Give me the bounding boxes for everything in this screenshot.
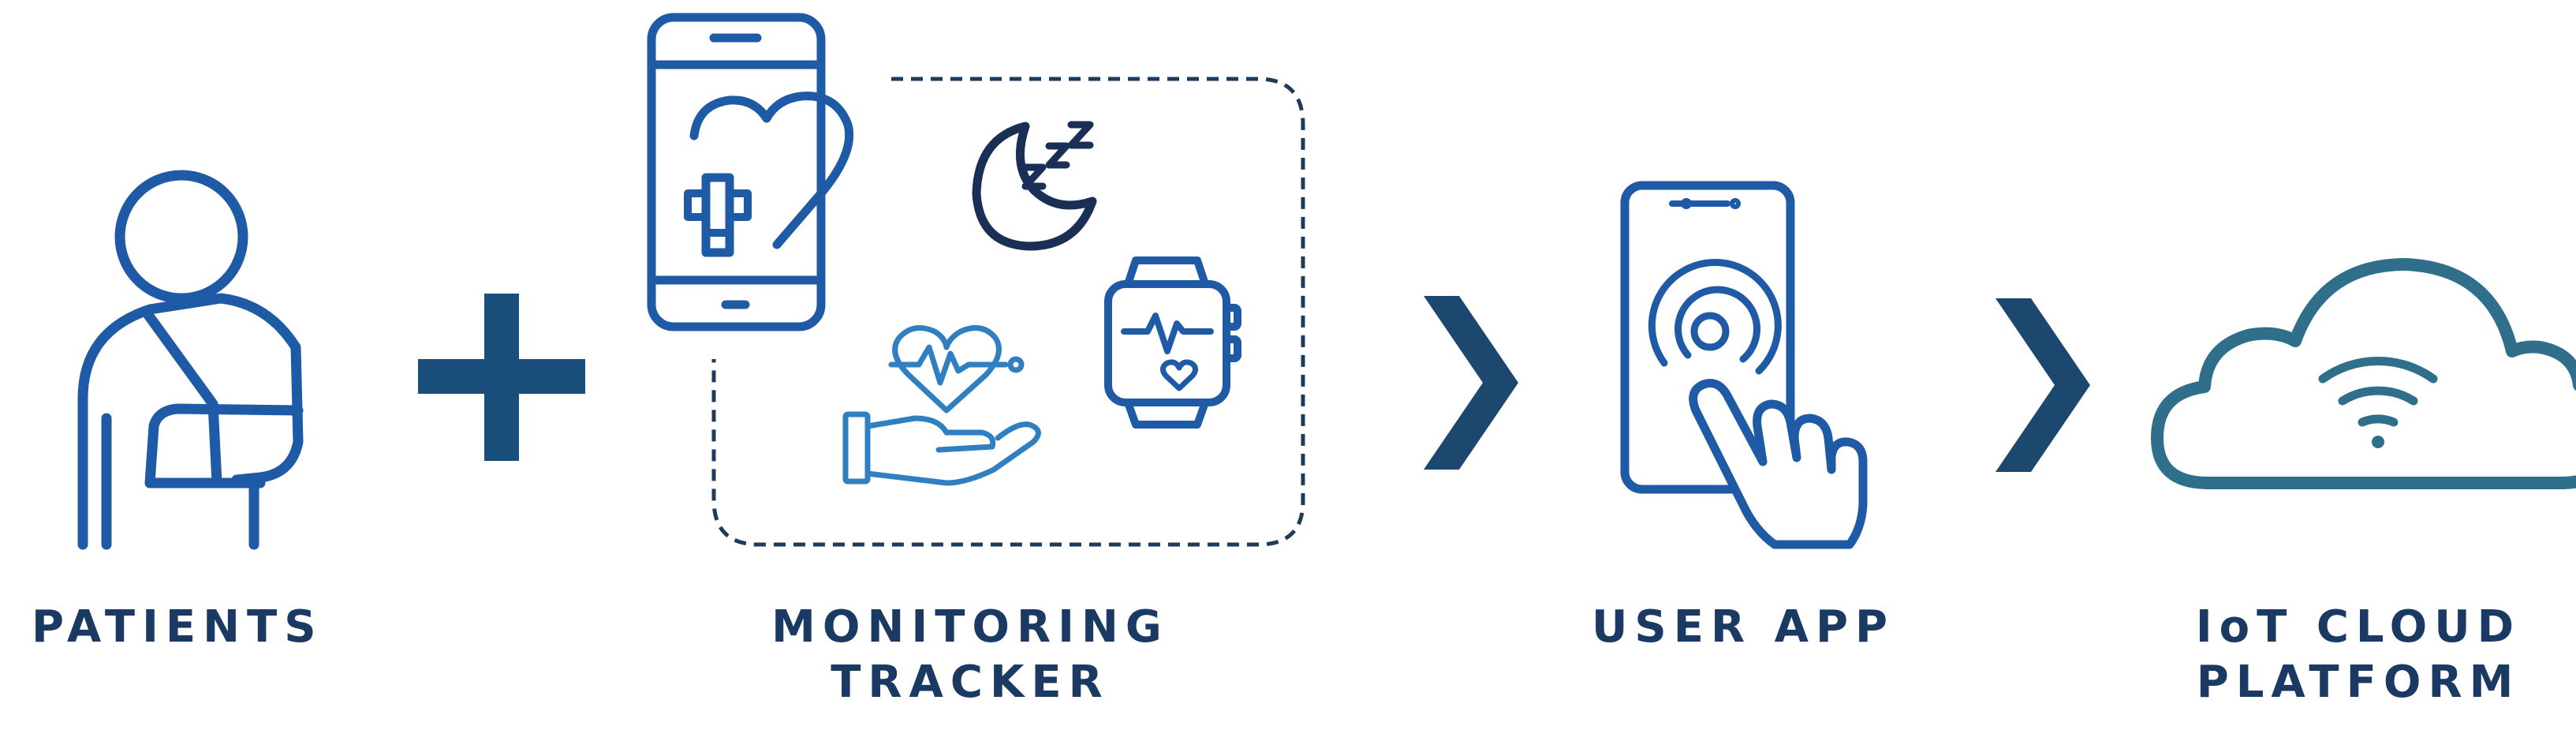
heart-health-phone-icon [647, 13, 854, 331]
sleep-moon-icon [972, 121, 1097, 251]
chevron-right-icon [1424, 296, 1518, 470]
patient-arm-sling-icon [77, 170, 304, 550]
wifi-cloud-icon [2151, 258, 2576, 489]
chevron-right-icon [1995, 298, 2090, 472]
step-label-monitoring-tracker: MONITORING TRACKER [771, 601, 1169, 708]
touch-smartphone-icon [1620, 181, 1868, 549]
step-label-user-app: USER APP [1591, 601, 1895, 653]
heart-care-hand-icon [842, 325, 1041, 486]
step-label-patients: PATIENTS [32, 601, 323, 653]
step-label-iot-cloud-platform: IoT CLOUD PLATFORM [2195, 601, 2522, 708]
monitoring-tracker-group [647, 13, 1305, 547]
plus-icon [418, 294, 585, 461]
smartwatch-icon [1104, 256, 1241, 429]
dashed-frame [711, 77, 1305, 547]
